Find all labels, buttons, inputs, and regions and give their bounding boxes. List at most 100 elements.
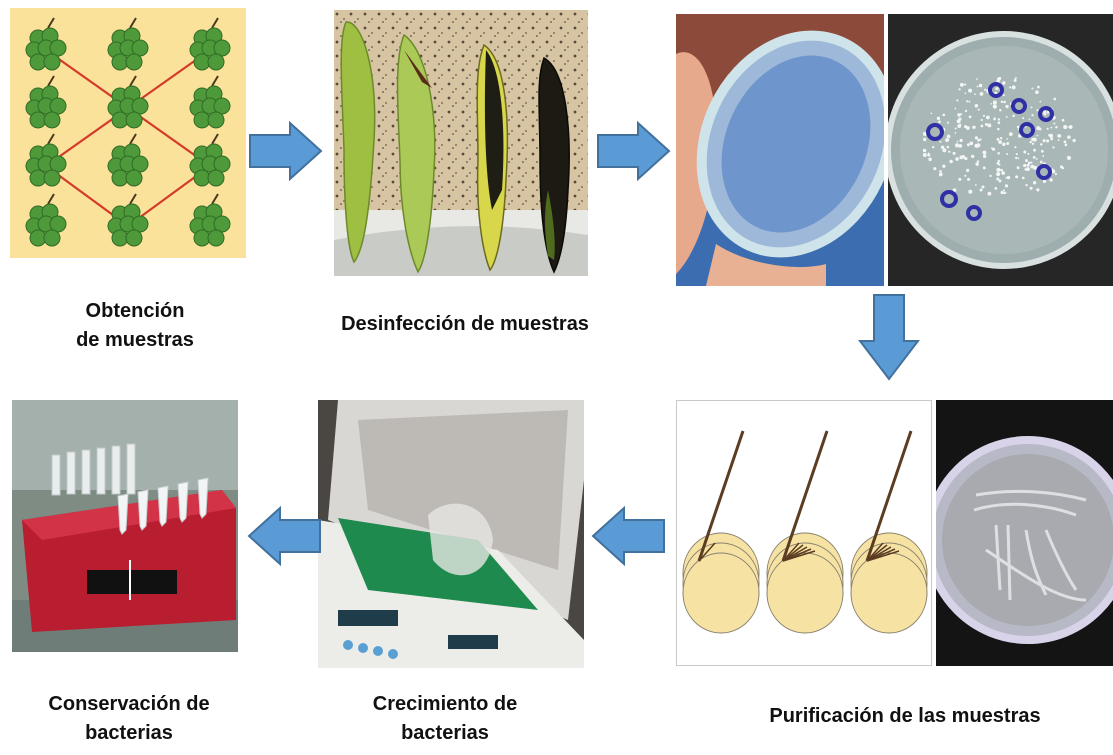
colony-dot	[977, 108, 980, 111]
colony-dot	[1002, 142, 1006, 147]
marked-colonies	[926, 82, 1054, 221]
colony-dot	[947, 121, 950, 124]
colony-dot	[997, 151, 1000, 155]
colony-dot	[1046, 110, 1050, 114]
colony-dot	[1005, 104, 1009, 109]
colony-dot	[946, 145, 950, 149]
plant-icon	[25, 193, 67, 247]
colony-dot	[982, 154, 987, 158]
caption-line: bacterias	[85, 722, 173, 744]
colony-dot	[996, 172, 1001, 177]
arrow-right-icon	[249, 121, 323, 181]
colony-dot	[994, 187, 997, 190]
sampling-grid-svg	[25, 17, 231, 247]
colony-dot	[1025, 183, 1028, 187]
colony-dot	[1014, 77, 1017, 79]
arrow-left-icon	[591, 506, 665, 566]
colony-dot	[985, 115, 990, 120]
colony-dot	[1000, 168, 1003, 172]
colony-dot	[977, 139, 980, 142]
colony-dot	[979, 188, 983, 192]
colony-dot	[990, 147, 993, 150]
colony-dot	[1005, 176, 1007, 179]
microtubes	[117, 477, 209, 535]
colony-dot	[1051, 169, 1056, 174]
colony-dot	[1003, 191, 1007, 195]
colony-dot	[922, 148, 927, 153]
colony-dot	[1053, 122, 1056, 125]
colony-dot	[969, 141, 974, 146]
background-tubes	[51, 443, 136, 496]
colony-dot	[1028, 118, 1031, 121]
caption-line: Purificación de las muestras	[769, 705, 1041, 727]
colony-dot	[968, 115, 972, 119]
colony-dot	[936, 116, 941, 121]
petri-dish-hand-illustration	[676, 14, 884, 286]
colony-dot	[1036, 109, 1039, 112]
colony-dot	[964, 83, 967, 86]
colony-dot	[1004, 184, 1009, 188]
colony-dot	[957, 113, 961, 117]
colony-dot	[1006, 141, 1010, 145]
colony-dot	[1024, 168, 1027, 171]
colony-dot	[1035, 90, 1039, 95]
colony-dot	[984, 88, 987, 91]
colony-dot	[998, 179, 1002, 183]
colony-dot	[1032, 181, 1037, 185]
colony-dot	[1008, 132, 1013, 137]
plant-icons	[25, 17, 231, 247]
colony-dot	[952, 151, 956, 155]
plant-icon	[25, 17, 67, 71]
colony-dot	[964, 109, 968, 113]
plant-icon	[189, 193, 231, 247]
colony-dot	[1063, 140, 1067, 144]
plant-icon	[107, 133, 149, 187]
sampling-grid-diagram	[10, 8, 246, 258]
colony-dot	[1032, 137, 1037, 142]
colony-dot	[1054, 172, 1057, 176]
colony-dot	[964, 92, 967, 95]
colony-dot	[1053, 97, 1057, 101]
colony-dot	[981, 185, 985, 189]
colony-dot	[997, 77, 1001, 81]
colony-dot	[1030, 161, 1033, 164]
colony-dot	[1046, 127, 1049, 130]
colony-dot	[1068, 126, 1071, 129]
colony-dot	[939, 140, 942, 143]
colony-dot	[1005, 116, 1008, 119]
colony-dot	[974, 136, 979, 140]
colony-dot	[958, 88, 961, 91]
caption-conservacion: Conservación de bacterias	[14, 690, 244, 748]
growth-photo	[318, 400, 584, 668]
colony-dot	[980, 118, 983, 122]
colony-dot	[954, 107, 957, 110]
bacterial-colonies	[922, 77, 1076, 196]
colony-dot	[1006, 175, 1011, 180]
colony-dot	[1031, 87, 1034, 90]
colony-dot	[1027, 161, 1031, 165]
colony-dot	[946, 134, 951, 139]
colony-dot	[942, 148, 947, 153]
banana-2	[396, 33, 436, 274]
colony-dot	[922, 153, 927, 157]
colony-dot	[927, 153, 931, 157]
colony-dot	[1012, 114, 1015, 117]
colony-dot	[1021, 176, 1025, 180]
colony-dot	[938, 172, 943, 177]
colony-dot	[1052, 146, 1055, 149]
colony-dot	[1031, 142, 1035, 145]
caption-line: de muestras	[76, 329, 194, 351]
colony-dot	[933, 167, 937, 171]
colony-dot	[1016, 166, 1020, 170]
colony-dot	[928, 157, 932, 162]
colony-dot	[1031, 114, 1034, 117]
plant-icon	[107, 193, 149, 247]
caption-line: bacterias	[401, 722, 489, 744]
colony-dot	[1023, 150, 1027, 154]
colony-dot	[959, 138, 963, 143]
colony-dot	[1000, 190, 1004, 195]
colony-dot	[992, 100, 997, 105]
colony-dot	[955, 157, 959, 161]
colony-dot	[1036, 188, 1040, 192]
caption-line: Obtención	[85, 300, 185, 322]
